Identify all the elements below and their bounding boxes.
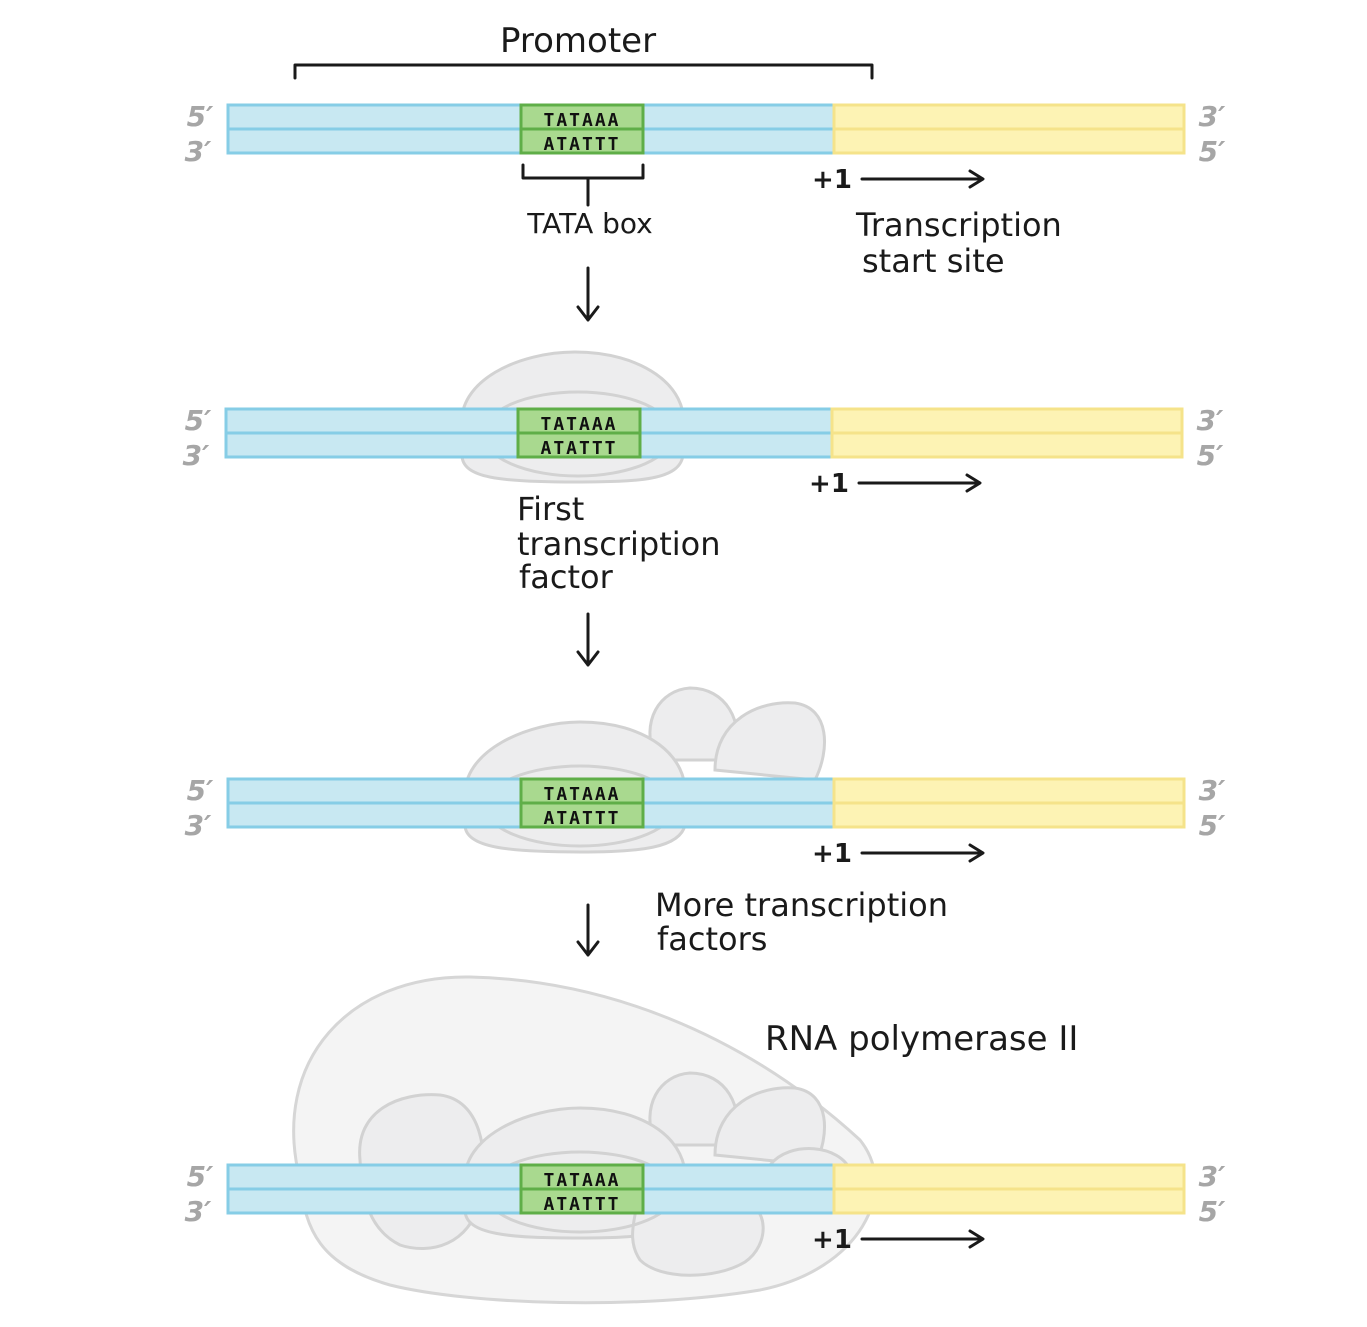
panel-3: TATAAA ATATTT 5′ 3′ 3′ 5′ +1 More transc… xyxy=(185,686,1226,958)
svg-text:3′: 3′ xyxy=(1197,404,1224,437)
svg-text:TATAAA: TATAAA xyxy=(543,784,620,805)
rna-polymerase-label: RNA polymerase II xyxy=(765,1019,1078,1059)
svg-text:ATATTT: ATATTT xyxy=(540,438,617,459)
panel-4: RNA polymerase II TATAAA ATATTT 5′ 3′ 3′… xyxy=(185,975,1226,1305)
tss-label-line2: start site xyxy=(862,242,1005,280)
svg-text:3′: 3′ xyxy=(1199,774,1226,807)
svg-text:5′: 5′ xyxy=(1197,439,1224,472)
svg-text:3′: 3′ xyxy=(1199,1160,1226,1193)
plus-one-label: +1 xyxy=(812,1225,852,1255)
tata-bracket xyxy=(521,163,645,207)
more-tf-label-line2: factors xyxy=(657,920,767,958)
svg-text:5′: 5′ xyxy=(1199,809,1226,842)
transcription-factor-blob xyxy=(713,701,826,782)
first-tf-label-line3: factor xyxy=(519,558,614,596)
svg-text:5′: 5′ xyxy=(187,1160,214,1193)
step-arrow-1 xyxy=(576,266,600,322)
tata-seq-bottom: ATATTT xyxy=(543,134,620,155)
dna-strand-4: TATAAA ATATTT xyxy=(226,1163,1186,1215)
svg-text:TATAAA: TATAAA xyxy=(543,1170,620,1191)
first-tf-label-line1: First xyxy=(517,490,584,528)
dna-strand-1: TATAAA ATATTT xyxy=(226,103,1186,155)
svg-text:ATATTT: ATATTT xyxy=(543,808,620,829)
end-label-5prime-left: 5′ xyxy=(187,100,214,133)
panel-2: TATAAA ATATTT 5′ 3′ 3′ 5′ +1 First trans… xyxy=(183,350,1224,667)
svg-text:TATAAA: TATAAA xyxy=(540,414,617,435)
svg-text:3′: 3′ xyxy=(185,809,212,842)
direction-arrow xyxy=(857,473,982,493)
plus-one-label: +1 xyxy=(812,839,852,869)
promoter-bracket xyxy=(293,63,874,80)
svg-text:5′: 5′ xyxy=(1199,1195,1226,1228)
panel-1: Promoter TATAAA ATATTT 5′ 3′ 3′ 5′ TATA … xyxy=(185,21,1226,322)
tata-seq-top: TATAAA xyxy=(543,110,620,131)
svg-text:3′: 3′ xyxy=(185,1195,212,1228)
svg-text:ATATTT: ATATTT xyxy=(543,1194,620,1215)
direction-arrow xyxy=(860,1229,985,1249)
end-label-3prime-right: 3′ xyxy=(1199,100,1226,133)
end-label-5prime-right: 5′ xyxy=(1199,135,1226,168)
first-tf-label-line2: transcription xyxy=(517,525,721,563)
step-arrow-2 xyxy=(576,612,600,667)
dna-strand-3: TATAAA ATATTT xyxy=(226,777,1186,829)
dna-strand-2: TATAAA ATATTT xyxy=(224,407,1184,459)
direction-arrow xyxy=(860,169,985,189)
more-tf-label-line1: More transcription xyxy=(655,886,948,924)
transcription-factor-blob xyxy=(713,1086,826,1167)
promoter-label: Promoter xyxy=(500,21,656,61)
svg-text:5′: 5′ xyxy=(187,774,214,807)
plus-one-label: +1 xyxy=(812,165,852,195)
tss-label-line1: Transcription xyxy=(855,206,1062,244)
direction-arrow xyxy=(860,843,985,863)
end-label-3prime-left: 3′ xyxy=(185,135,212,168)
svg-text:3′: 3′ xyxy=(183,439,210,472)
step-arrow-3 xyxy=(576,903,600,957)
svg-text:5′: 5′ xyxy=(185,404,212,437)
plus-one-label: +1 xyxy=(809,469,849,499)
tata-box-label: TATA box xyxy=(526,207,653,240)
